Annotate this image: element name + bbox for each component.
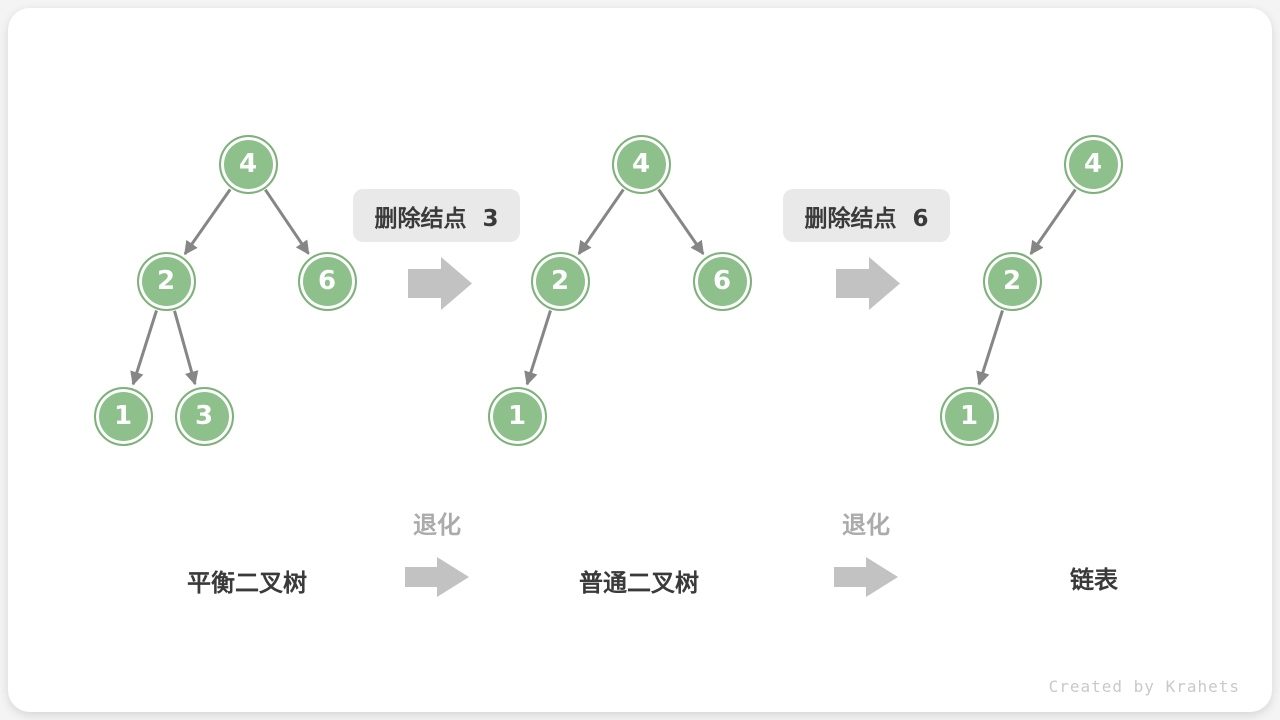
tree1-node-1: 1 [93,386,153,446]
diagram-card [8,8,1272,712]
step-label-delete-6: 删除结点 6 [783,189,950,242]
tree2-node-2: 2 [530,251,590,311]
tree3-node-2: 2 [982,251,1042,311]
tree1-node-4: 4 [218,134,278,194]
degrade-label-1: 退化 [413,511,461,539]
tree3-node-4: 4 [1063,134,1123,194]
step-label-delete-3: 删除结点 3 [353,189,520,242]
tree2-node-1: 1 [487,386,547,446]
tree1-node-6: 6 [297,251,357,311]
caption-ordinary-binary-tree: 普通二叉树 [579,569,699,597]
tree2-node-6: 6 [692,251,752,311]
tree2-node-4: 4 [611,134,671,194]
credit-text: Created by Krahets [1048,677,1240,696]
tree1-node-2: 2 [136,251,196,311]
degrade-label-2: 退化 [842,511,890,539]
caption-balanced-binary-tree: 平衡二叉树 [187,569,307,597]
tree1-node-3: 3 [174,386,234,446]
tree3-node-1: 1 [939,386,999,446]
caption-linked-list: 链表 [1070,566,1118,594]
